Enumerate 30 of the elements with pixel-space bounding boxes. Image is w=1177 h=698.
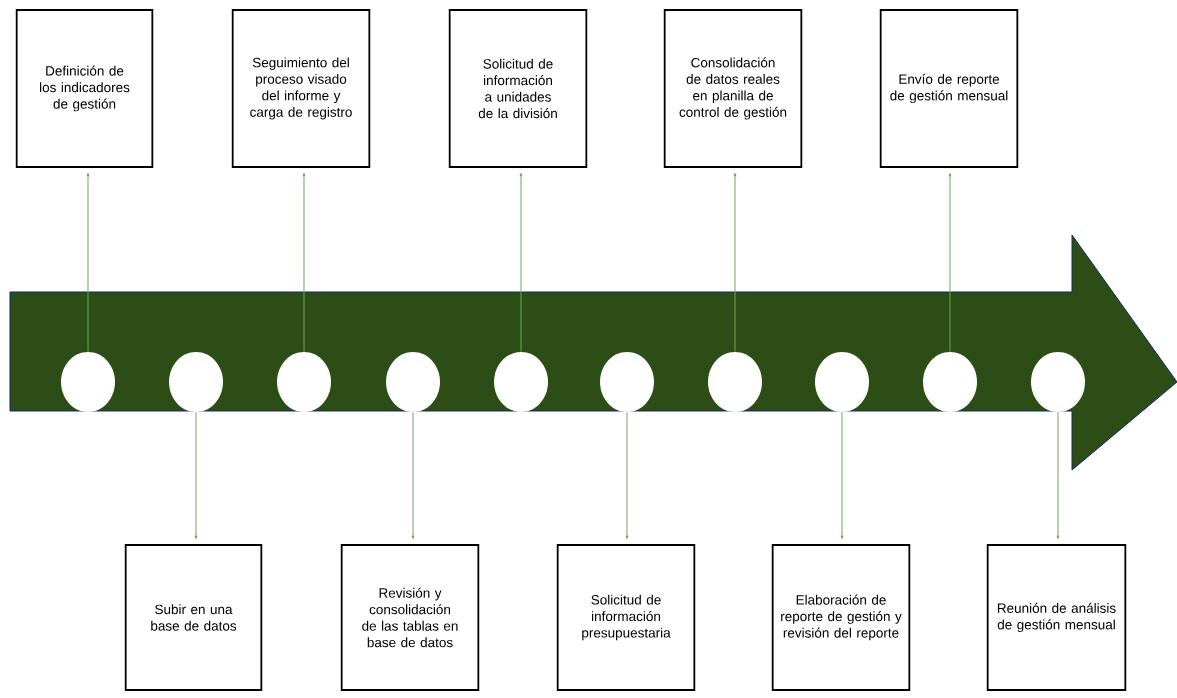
step-box: Envío de reporte de gestión mensual (879, 9, 1019, 168)
timeline-dot (708, 352, 762, 412)
timeline-dot (277, 352, 331, 412)
timeline-dot (494, 352, 548, 412)
connector-arrow (86, 172, 90, 353)
step-box: Subir en una base de datos (124, 544, 263, 691)
step-box: Solicitud de información presupuestaria (556, 544, 696, 691)
step-box: Elaboración de reporte de gestión y revisión del reporte (771, 544, 911, 691)
timeline-dot (923, 352, 977, 412)
step-box: Definición de los indicadores de gestión (15, 9, 154, 168)
step-box: Seguimiento del proceso visado del informe y carga de registro (231, 9, 371, 168)
connector-arrow (411, 411, 415, 539)
step-box: Reunión de análisis de gestión mensual (986, 544, 1127, 691)
step-box: Solicitud de información a unidades de la división (448, 9, 588, 168)
connector-arrow (625, 411, 629, 539)
timeline-dot (386, 352, 440, 412)
connector-arrow (194, 411, 198, 539)
timeline-dot (815, 352, 869, 412)
connector-arrow (519, 172, 523, 353)
timeline-dot (600, 352, 654, 412)
timeline-dot (169, 352, 223, 412)
step-box: Consolidación de datos reales en planilla de control de gestión (663, 9, 803, 168)
timeline-dot (1031, 352, 1085, 412)
connector-arrow (840, 411, 844, 539)
timeline-dot (61, 352, 115, 412)
connector-arrow (1056, 411, 1060, 539)
connector-arrow (733, 172, 737, 353)
connector-arrow (948, 172, 952, 353)
connector-arrow (302, 172, 306, 353)
step-box: Revisión y consolidación de las tablas en base de datos (340, 544, 480, 691)
